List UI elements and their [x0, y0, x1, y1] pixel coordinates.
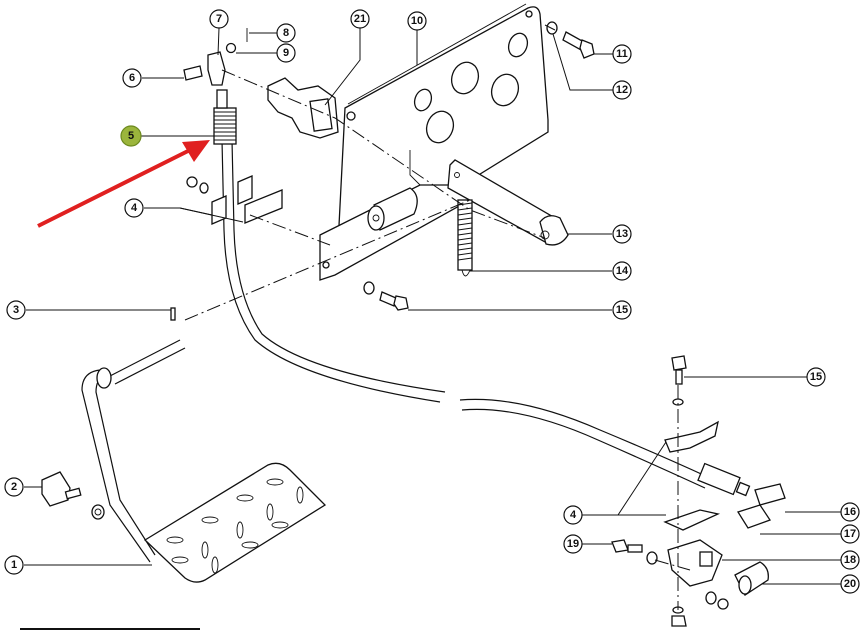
- callout-7[interactable]: [209, 9, 229, 29]
- callout-17[interactable]: [840, 524, 860, 544]
- callout-6-label: 6: [129, 72, 135, 84]
- pedal-mounting-plate: [337, 3, 549, 253]
- callout-12-label: 12: [616, 84, 628, 96]
- clevis-assembly: [183, 28, 248, 86]
- bolt-and-washer-plate: [546, 21, 595, 59]
- pivot-bushing: [367, 187, 418, 231]
- callout-11-label: 11: [616, 48, 628, 60]
- callout-20-label: 20: [844, 578, 856, 590]
- callout-16-label: 16: [844, 506, 856, 518]
- callout-4-lower[interactable]: [563, 505, 583, 525]
- callout-13[interactable]: [612, 224, 632, 244]
- red-pointer-arrow: [37, 140, 210, 228]
- callout-15-upper[interactable]: [612, 300, 632, 320]
- pedal-assembly: [81, 339, 327, 583]
- callout-10[interactable]: [407, 11, 427, 31]
- callout-4-lower-label: 4: [570, 509, 577, 521]
- callout-5-highlighted[interactable]: [120, 125, 142, 147]
- callout-21-label: 21: [354, 13, 366, 25]
- callout-8-label: 8: [283, 27, 289, 39]
- callout-4-upper[interactable]: [124, 198, 144, 218]
- throttle-cable: [213, 89, 751, 497]
- callout-7-label: 7: [216, 13, 222, 25]
- callout-1-label: 1: [11, 559, 17, 571]
- rubber-boot: [267, 77, 339, 139]
- callout-14-label: 14: [616, 265, 629, 277]
- callout-15-lower[interactable]: [806, 367, 826, 387]
- callout-15-upper-label: 15: [616, 304, 628, 316]
- callout-18[interactable]: [840, 550, 860, 570]
- rubber-stop: [41, 471, 82, 507]
- callout-19-label: 19: [567, 538, 579, 550]
- return-spring: [457, 199, 473, 277]
- callouts: 1 2 3 4 5 6 7 8 9 10: [4, 9, 860, 594]
- cable-brackets-upper: [186, 175, 283, 225]
- callout-8[interactable]: [276, 23, 296, 43]
- callout-9-label: 9: [283, 47, 289, 59]
- callout-21[interactable]: [350, 9, 370, 29]
- callout-16[interactable]: [840, 502, 860, 522]
- callout-1[interactable]: [4, 555, 24, 575]
- pedal-arm: [447, 159, 569, 246]
- callout-2-label: 2: [11, 481, 17, 493]
- callout-9[interactable]: [276, 43, 296, 63]
- callout-15-lower-label: 15: [810, 371, 822, 383]
- callout-20[interactable]: [840, 574, 860, 594]
- callout-12[interactable]: [612, 80, 632, 100]
- callout-11[interactable]: [612, 44, 632, 64]
- callout-3-label: 3: [13, 304, 19, 316]
- callout-18-label: 18: [844, 554, 856, 566]
- callout-17-label: 17: [844, 528, 856, 540]
- callout-10-label: 10: [411, 15, 423, 27]
- callout-5-label: 5: [128, 130, 134, 142]
- lower-cable-mount: [611, 355, 786, 627]
- assembly-centerlines: [184, 24, 691, 610]
- callout-19[interactable]: [563, 534, 583, 554]
- callout-3[interactable]: [6, 300, 26, 320]
- callout-13-label: 13: [616, 228, 628, 240]
- callout-6[interactable]: [122, 68, 142, 88]
- callout-14[interactable]: [612, 261, 632, 281]
- pin: [170, 307, 176, 321]
- callout-2[interactable]: [4, 477, 24, 497]
- bolt-and-washer-upper: [363, 281, 409, 311]
- callout-4-upper-label: 4: [131, 202, 138, 214]
